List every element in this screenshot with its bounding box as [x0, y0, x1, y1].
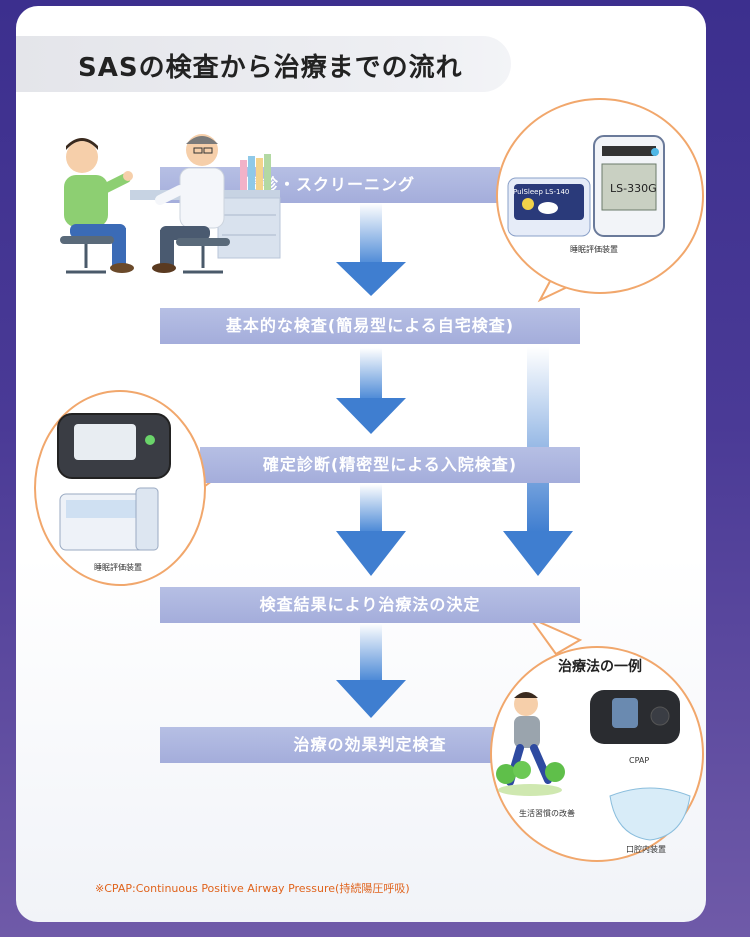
step-decision: 検査結果により治療法の決定 — [160, 587, 580, 623]
step-basic-test: 基本的な検査(簡易型による自宅検査) — [160, 308, 580, 344]
arrow-1 — [336, 203, 406, 296]
arrow-3 — [336, 484, 406, 576]
devices-top-caption: 睡眠評価装置 — [570, 245, 618, 254]
devices-left-caption: 睡眠評価装置 — [94, 563, 142, 572]
bubble-tail-right — [527, 615, 583, 656]
patient-figure — [60, 138, 134, 274]
arrow-2 — [336, 348, 406, 434]
oral-appliance — [609, 787, 691, 841]
page-title: SASの検査から治療までの流れ — [78, 53, 463, 83]
device-monitor-screen — [74, 424, 136, 460]
treatment-title: 治療法の一例 — [558, 659, 642, 675]
device-brand-label: PulSleep LS-140 — [513, 188, 570, 196]
device-screen-text: LS-330G — [610, 182, 657, 195]
device-screen-small — [514, 184, 584, 220]
cpap-device — [590, 690, 680, 744]
title-bar — [16, 36, 511, 92]
device-screen-large — [601, 163, 657, 211]
footnote: ※CPAP:Continuous Positive Airway Pressur… — [95, 882, 410, 895]
doctor-figure — [152, 134, 230, 274]
arrow-long — [503, 347, 573, 576]
arrow-4 — [336, 623, 406, 718]
oral-appliance-label: 口腔内装置 — [626, 845, 666, 854]
step-diagnosis: 確定診断(精密型による入院検査) — [200, 447, 580, 483]
lifestyle-label: 生活習慣の改善 — [519, 809, 575, 818]
cpap-label: CPAP — [629, 756, 650, 765]
